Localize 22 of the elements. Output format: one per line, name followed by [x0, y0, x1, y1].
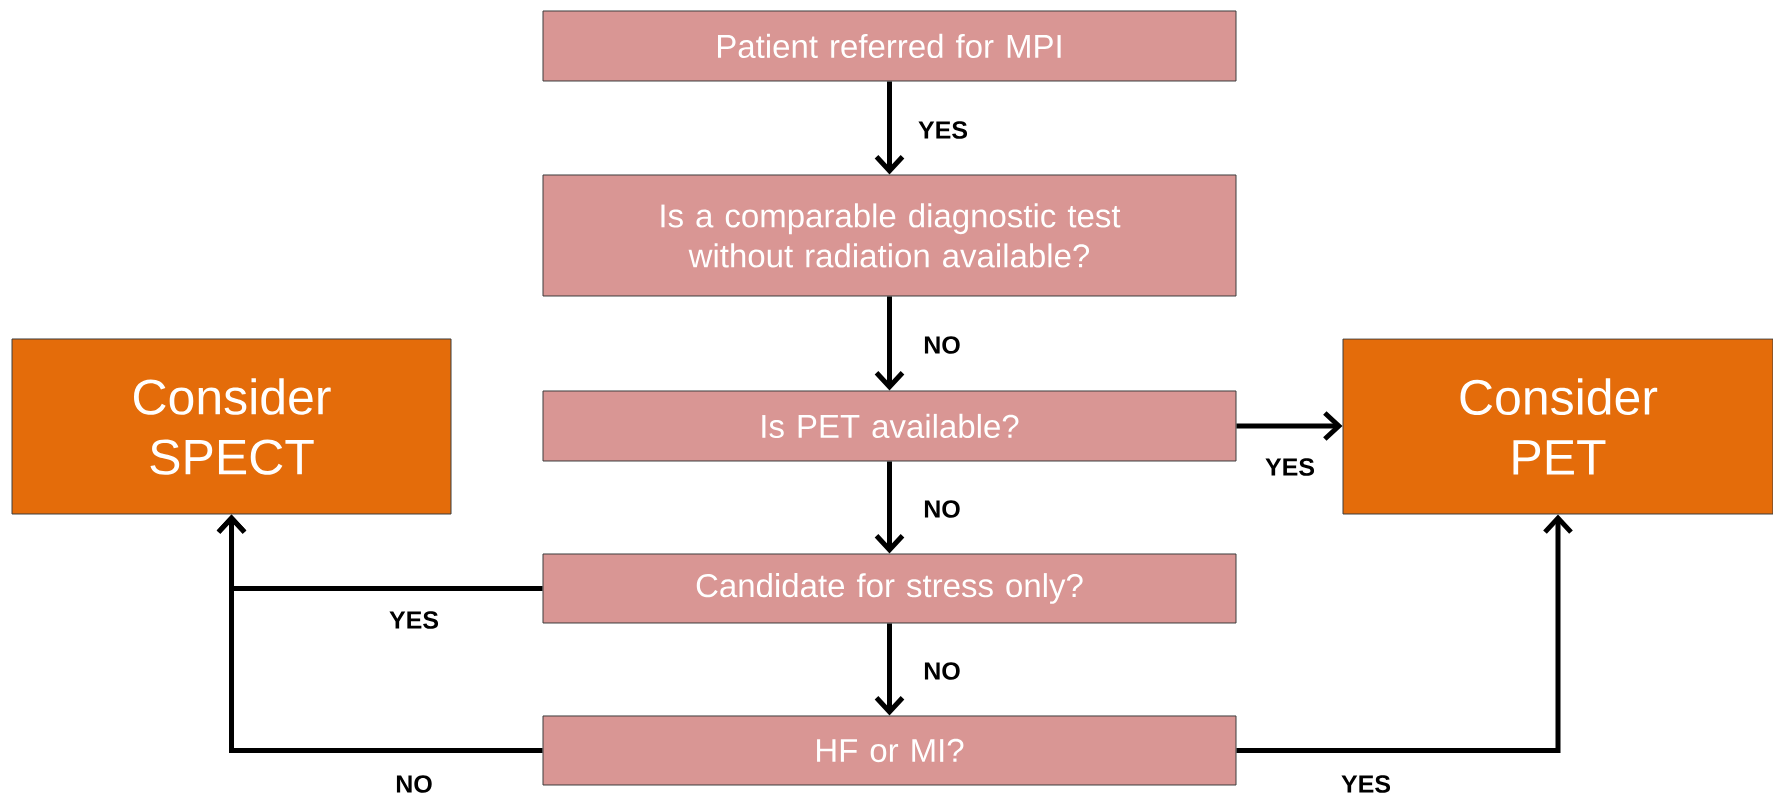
arrow: [1236, 514, 1573, 753]
arrow: [874, 296, 905, 391]
question-box: Patient referred for MPI: [542, 10, 1237, 82]
question-box: Candidate for stress only?: [542, 553, 1237, 624]
edge-label: YES: [1263, 456, 1317, 478]
edge-label: NO: [921, 660, 963, 682]
question-box: HF or MI?: [542, 715, 1237, 786]
edge-label: NO: [921, 498, 963, 520]
edge-label: YES: [916, 119, 970, 141]
arrow: [874, 81, 905, 175]
edge-label: YES: [1339, 773, 1393, 795]
question-box: Is a comparable diagnostic test without radiation available?: [542, 174, 1237, 297]
question-box: Is PET available?: [542, 390, 1237, 462]
arrow: [1236, 411, 1343, 441]
arrow: [216, 514, 543, 753]
decision-result-box: Consider PET: [1342, 338, 1773, 515]
arrow: [874, 461, 905, 554]
decision-result-box: Consider SPECT: [11, 338, 452, 515]
edge-label: NO: [921, 334, 963, 356]
arrow: [874, 623, 905, 716]
edge-label: NO: [393, 773, 435, 795]
edge-label: YES: [387, 609, 442, 631]
